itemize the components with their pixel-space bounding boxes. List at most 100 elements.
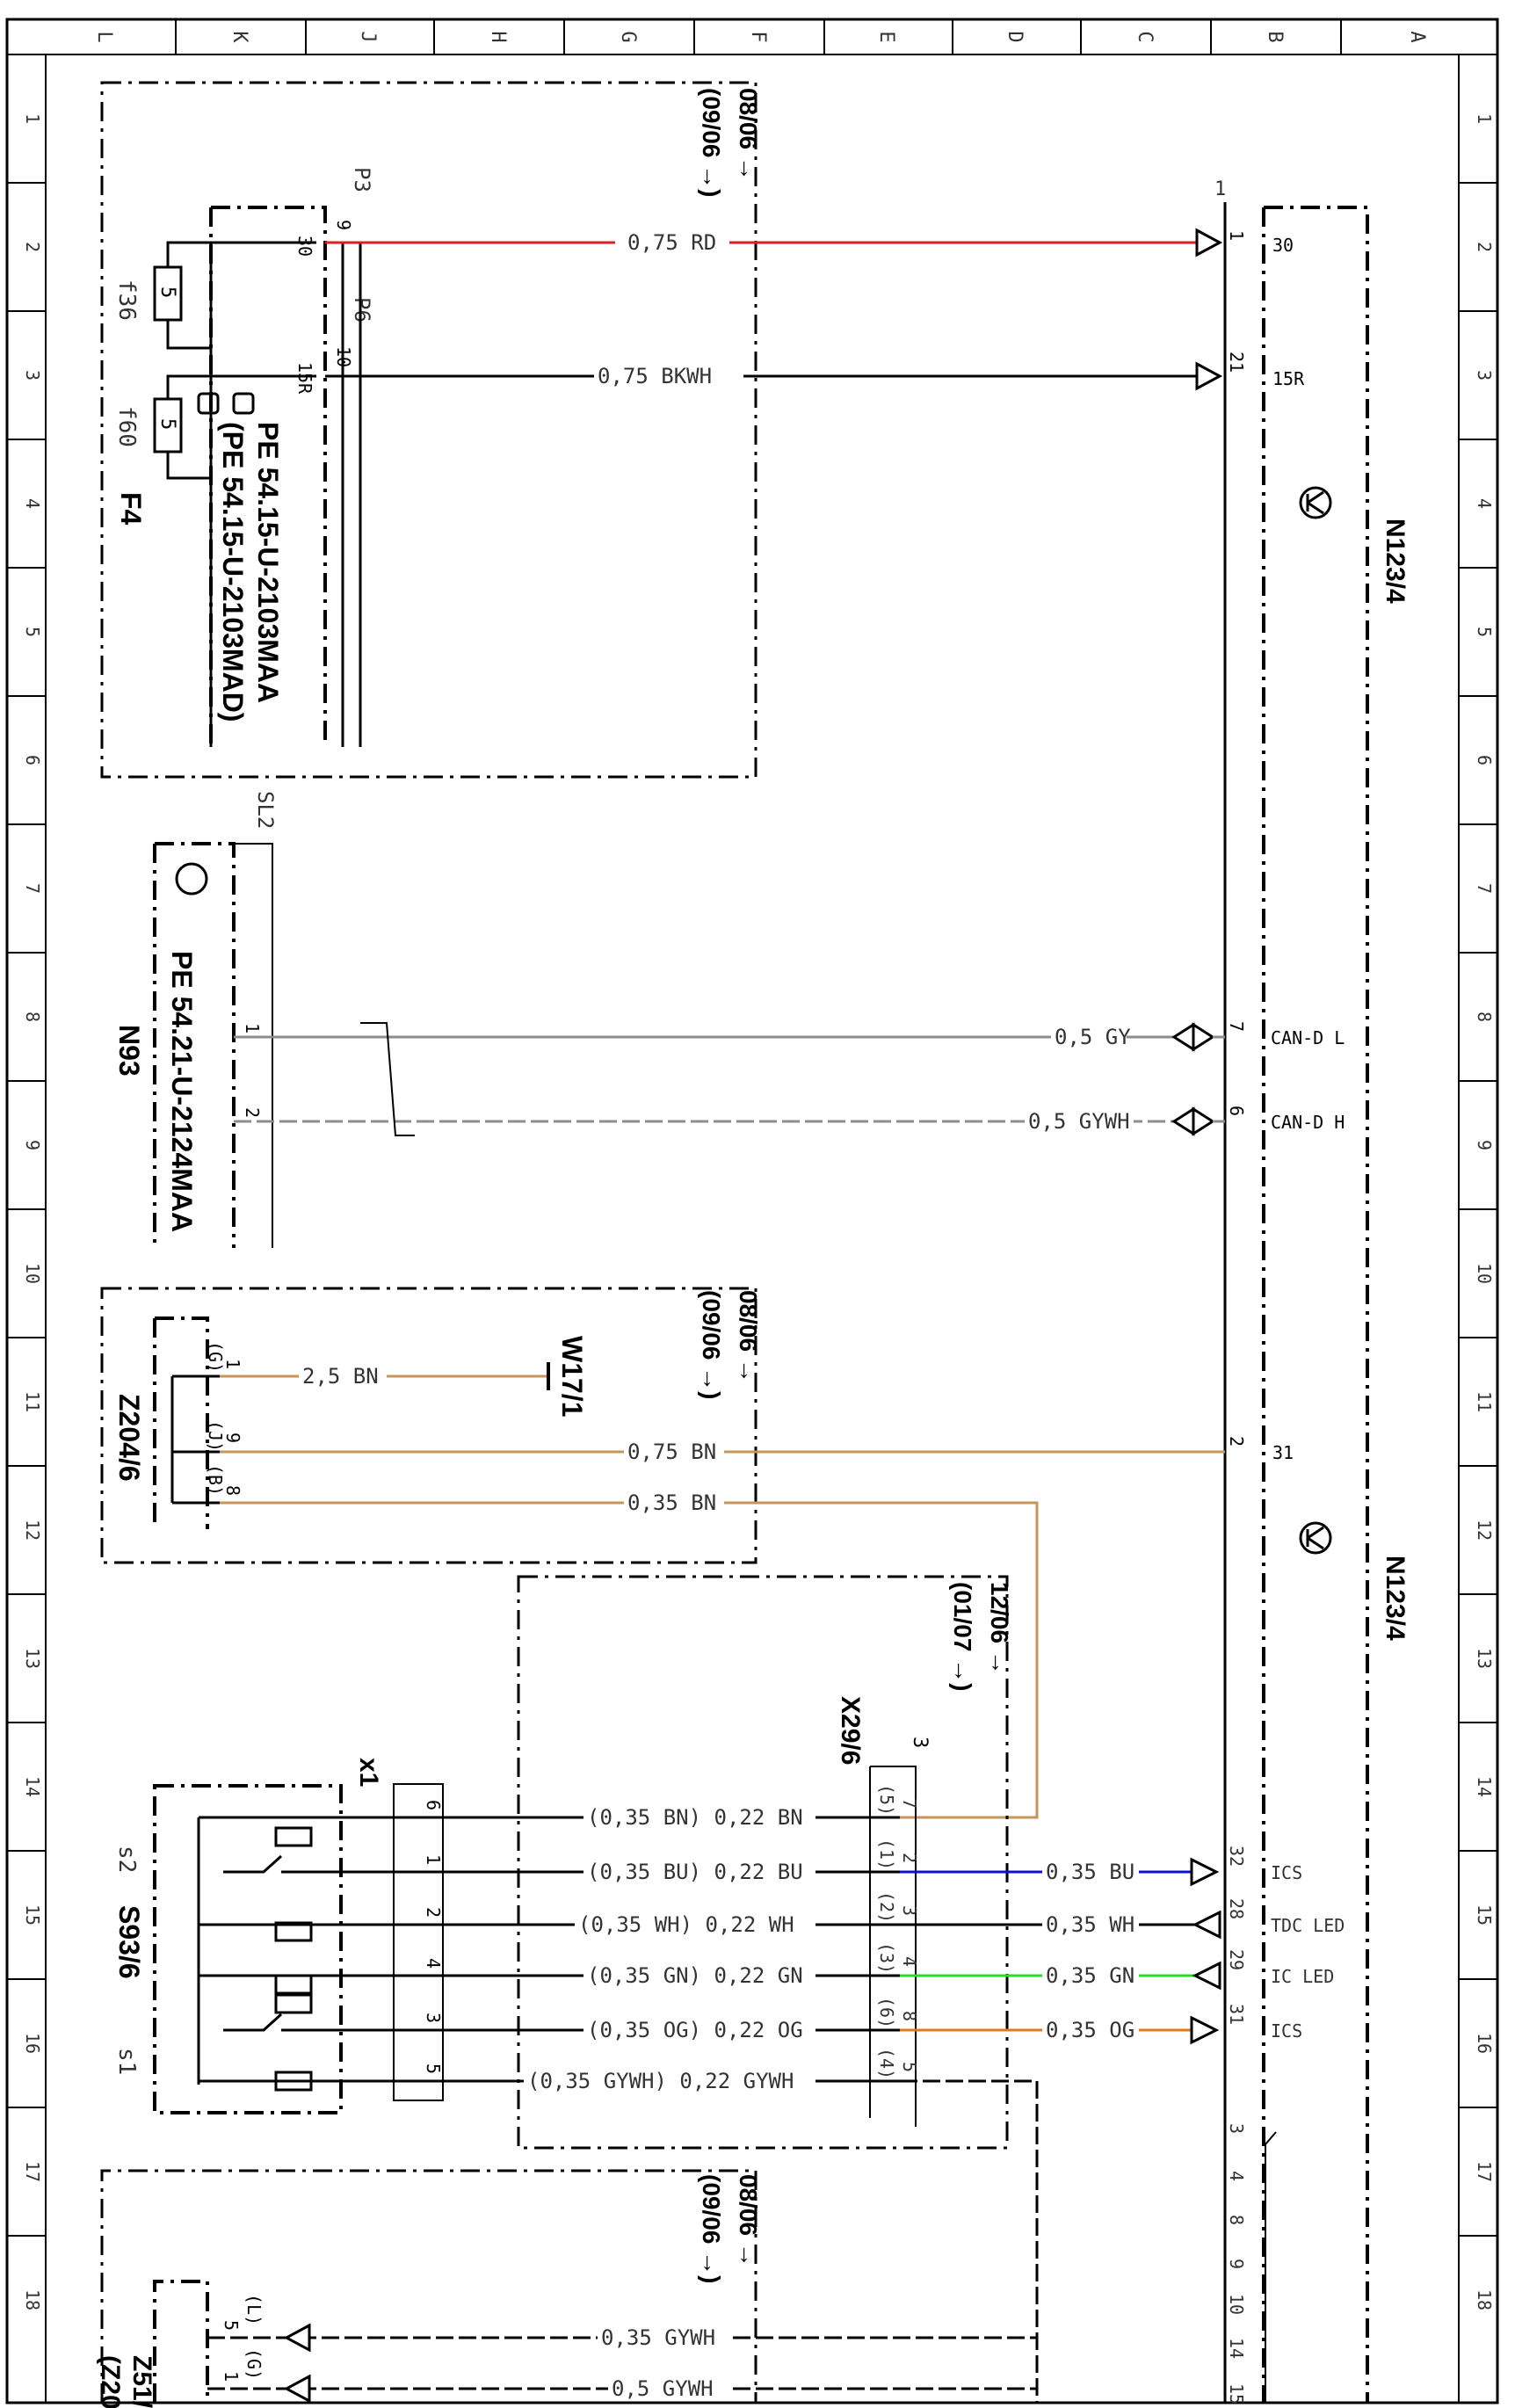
z51-label: Z51/ — [127, 2355, 156, 2408]
column-label-b: B — [1264, 31, 1286, 42]
row-label-15-right: 15 — [1474, 1904, 1495, 1926]
wire-label-bu-022: (0,35 BU) 0,22 BU — [587, 1860, 803, 1884]
pin-x1-3: 3 — [423, 2013, 444, 2023]
pin-bottom-15: 15 — [1226, 2383, 1247, 2404]
arrow-icon-z51-2 — [283, 2374, 311, 2404]
column-label-f: F — [747, 31, 769, 42]
pin-x1-1: 1 — [423, 1854, 444, 1865]
twisted-pair-mark — [360, 1022, 415, 1136]
signal-31: 31 — [1272, 1442, 1294, 1463]
pin-f4-10: 10 — [333, 346, 354, 367]
column-label-a: A — [1406, 31, 1428, 42]
pin-z-9: 9 — [222, 1432, 243, 1443]
column-label-l: L — [93, 31, 115, 42]
wire-label-gywh-022: (0,35 GYWH) 0,22 GYWH — [527, 2069, 794, 2093]
pin-x29-4: 4 — [899, 1956, 920, 1967]
row-label-6-left: 6 — [22, 755, 43, 765]
column-label-j: J — [357, 31, 379, 42]
f60-rating: 5 — [156, 418, 178, 430]
pin-x29-3: 3 — [899, 1905, 920, 1916]
pin-bottom-3: 3 — [1226, 2123, 1247, 2134]
z204-label: Z204/6 — [113, 1394, 145, 1482]
f4-region-box — [100, 81, 758, 779]
n123-label-top: N123/4 — [1381, 519, 1410, 604]
row-label-16-left: 16 — [22, 2033, 43, 2054]
pin-n-32: 32 — [1226, 1846, 1247, 1867]
pin-f4-30: 30 — [294, 236, 315, 257]
pin-bottom-4: 4 — [1226, 2171, 1247, 2181]
pin-z-b: (B) — [205, 1464, 226, 1496]
p3-label: P3 — [350, 167, 374, 192]
pin-n-29: 29 — [1226, 1949, 1247, 1970]
wire-label-gywh: 0,5 GYWH — [1028, 1109, 1130, 1134]
row-label-11-right: 11 — [1474, 1391, 1495, 1412]
bidirectional-arrow-icon-gy — [1171, 1022, 1215, 1052]
pin-x29-5p: (5) — [876, 1784, 897, 1816]
pin-x29-5: 5 — [899, 2062, 920, 2072]
row-label-4-left: 4 — [22, 498, 43, 509]
x29-label: X29/6 — [836, 1696, 865, 1765]
n123-label-bottom: N123/4 — [1381, 1556, 1410, 1641]
p6-label: P6 — [350, 297, 374, 323]
pe-n93: PE 54.21-U-2124MAA — [166, 951, 198, 1232]
signal-ics-2: ICS — [1271, 2020, 1302, 2042]
bottom-date-2: (09/06 →) — [698, 2174, 725, 2284]
pin-z51-1: 1 — [221, 2371, 242, 2382]
wire-label-og-022: (0,35 OG) 0,22 OG — [587, 2018, 803, 2042]
x29-date-2: (01/07 →) — [949, 1582, 976, 1692]
pin-z51-g: (G) — [243, 2348, 265, 2380]
z204-date-1: 08/06 → — [735, 1290, 762, 1383]
row-label-3-right: 3 — [1474, 370, 1495, 381]
pin-x29-2p: (2) — [876, 1891, 897, 1923]
f4-internal-wiring — [166, 241, 362, 747]
arrow-icon-gn — [1192, 1961, 1221, 1991]
wire-label-bottom-0-35-gywh: 0,35 GYWH — [601, 2325, 715, 2350]
pin-bottom-9: 9 — [1226, 2259, 1247, 2269]
row-label-18-right: 18 — [1474, 2289, 1495, 2310]
x29-pin-count: 3 — [909, 1737, 931, 1748]
pin-n-28: 28 — [1226, 1898, 1247, 1919]
n123-connector-number: 1 — [1214, 178, 1226, 200]
wire-0-35-bn — [220, 1501, 1039, 1819]
row-label-5-right: 5 — [1474, 627, 1495, 637]
column-label-c: C — [1134, 31, 1156, 42]
s2-label: s2 — [113, 1846, 140, 1873]
x29-connector-shell — [869, 1766, 917, 2127]
row-label-9-left: 9 — [22, 1140, 43, 1150]
pin-n-7: 7 — [1226, 1021, 1247, 1032]
arrow-icon-bkwh — [1195, 361, 1223, 391]
row-label-17-left: 17 — [22, 2161, 43, 2182]
row-label-9-right: 9 — [1474, 1140, 1495, 1150]
transistor-icon-n93 — [175, 862, 208, 896]
row-label-13-left: 13 — [22, 1648, 43, 1669]
pin-n-6: 6 — [1226, 1106, 1247, 1116]
n123-module-box — [1262, 206, 1369, 2403]
pin-x29-6p: (6) — [876, 1997, 897, 2028]
arrow-icon-wh — [1192, 1910, 1221, 1940]
row-label-14-left: 14 — [22, 1776, 43, 1797]
signal-ic-led: IC LED — [1271, 1966, 1334, 1987]
f4-label: F4 — [115, 492, 147, 526]
row-label-12-left: 12 — [22, 1520, 43, 1541]
wire-label-2-5-bn: 2,5 BN — [302, 1364, 379, 1389]
bidirectional-arrow-icon-gywh — [1171, 1106, 1215, 1136]
s93-internal-circuit — [197, 1816, 341, 2092]
z20-label: (Z20 — [96, 2355, 125, 2408]
transistor-icon-1 — [1299, 486, 1332, 519]
pin-z-j: (J) — [205, 1420, 226, 1452]
column-dividers — [175, 19, 1342, 54]
row-label-12-right: 12 — [1474, 1520, 1495, 1541]
pin-f4-9: 9 — [333, 220, 354, 230]
pin-x29-8: 8 — [899, 2011, 920, 2021]
pin-n-21: 21 — [1226, 352, 1247, 373]
s93-box — [153, 1784, 343, 2114]
row-label-5-left: 5 — [22, 627, 43, 637]
row-label-16-right: 16 — [1474, 2033, 1495, 2054]
pin-z-g: (G) — [205, 1341, 226, 1373]
row-label-3-left: 3 — [22, 370, 43, 381]
column-label-k: K — [228, 31, 250, 43]
wire-label-0-35-bn: 0,35 BN — [627, 1490, 716, 1515]
row-label-10-right: 10 — [1474, 1263, 1495, 1284]
wire-label-0-35-og: 0,35 OG — [1046, 2018, 1134, 2042]
